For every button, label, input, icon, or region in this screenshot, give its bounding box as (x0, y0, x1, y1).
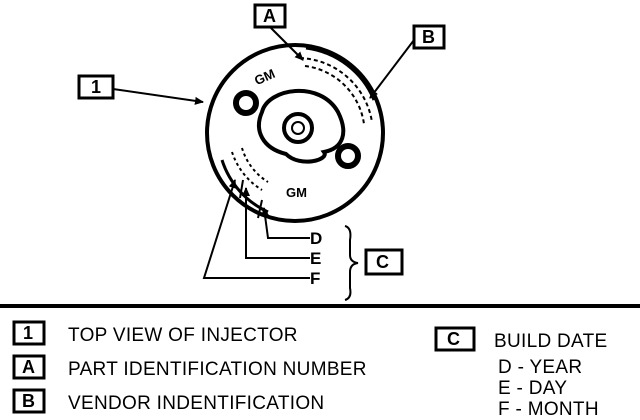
legend-item-b-text: VENDOR INDENTIFICATION (68, 393, 324, 414)
date-code-e: E (310, 249, 321, 268)
legend-build-year: D - YEAR (498, 357, 582, 378)
date-code-d: D (310, 229, 322, 248)
callout-1-box (77, 74, 115, 100)
callout-b-box (412, 24, 446, 50)
legend-item-a-text: PART IDENTIFICATION NUMBER (68, 359, 367, 380)
legend-key-b: B (22, 391, 35, 411)
legend-item-1-text: TOP VIEW OF INJECTOR (68, 325, 298, 346)
callout-1-label: 1 (91, 77, 101, 97)
legend-key-c: C (447, 329, 460, 349)
mounting-hole-left (233, 90, 259, 116)
date-code-leaders (202, 179, 310, 279)
callout-a-label: A (263, 6, 276, 26)
legend-build-day: E - DAY (498, 378, 567, 399)
legend-key-b-box (12, 388, 46, 414)
date-code-bracket (344, 225, 359, 301)
legend-key-a: A (22, 357, 35, 377)
legend-key-1-box (12, 320, 46, 346)
mounting-hole-right (335, 143, 361, 169)
injector-top-view: GM GM (205, 43, 385, 223)
callout-c-box (364, 248, 404, 276)
legend-key-1: 1 (23, 323, 33, 343)
date-code-f: F (310, 269, 320, 288)
callout-a-arrow (269, 26, 304, 61)
legend: 1 TOP VIEW OF INJECTOR A PART IDENTIFICA… (12, 320, 608, 420)
legend-key-c-box (434, 326, 476, 352)
legend-build-month: F - MONTH (498, 399, 599, 420)
callout-1-arrow (112, 88, 204, 105)
legend-build-date-text: BUILD DATE (494, 331, 608, 352)
gm-logo-bottom: GM (286, 185, 307, 200)
callout-c-label: C (376, 252, 389, 272)
callout-b-arrow (369, 39, 415, 99)
callout-b-label: B (422, 27, 435, 47)
legend-key-a-box (12, 354, 46, 380)
